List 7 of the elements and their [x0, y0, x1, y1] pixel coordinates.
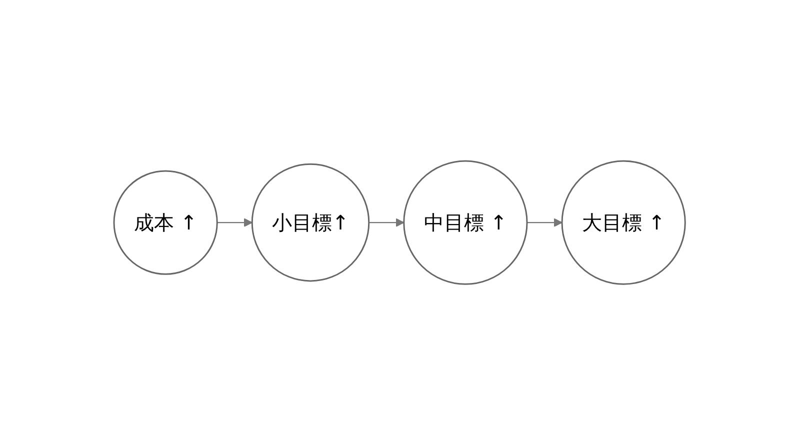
- node-circle: 小目標↑: [252, 163, 370, 282]
- node-circle: 中目標 ↑: [404, 160, 528, 285]
- arrow: [527, 218, 563, 227]
- arrow: [218, 218, 253, 227]
- node-circle: 大目標 ↑: [562, 160, 686, 285]
- node-circle: 成本 ↑: [114, 170, 218, 275]
- arrow: [369, 218, 405, 227]
